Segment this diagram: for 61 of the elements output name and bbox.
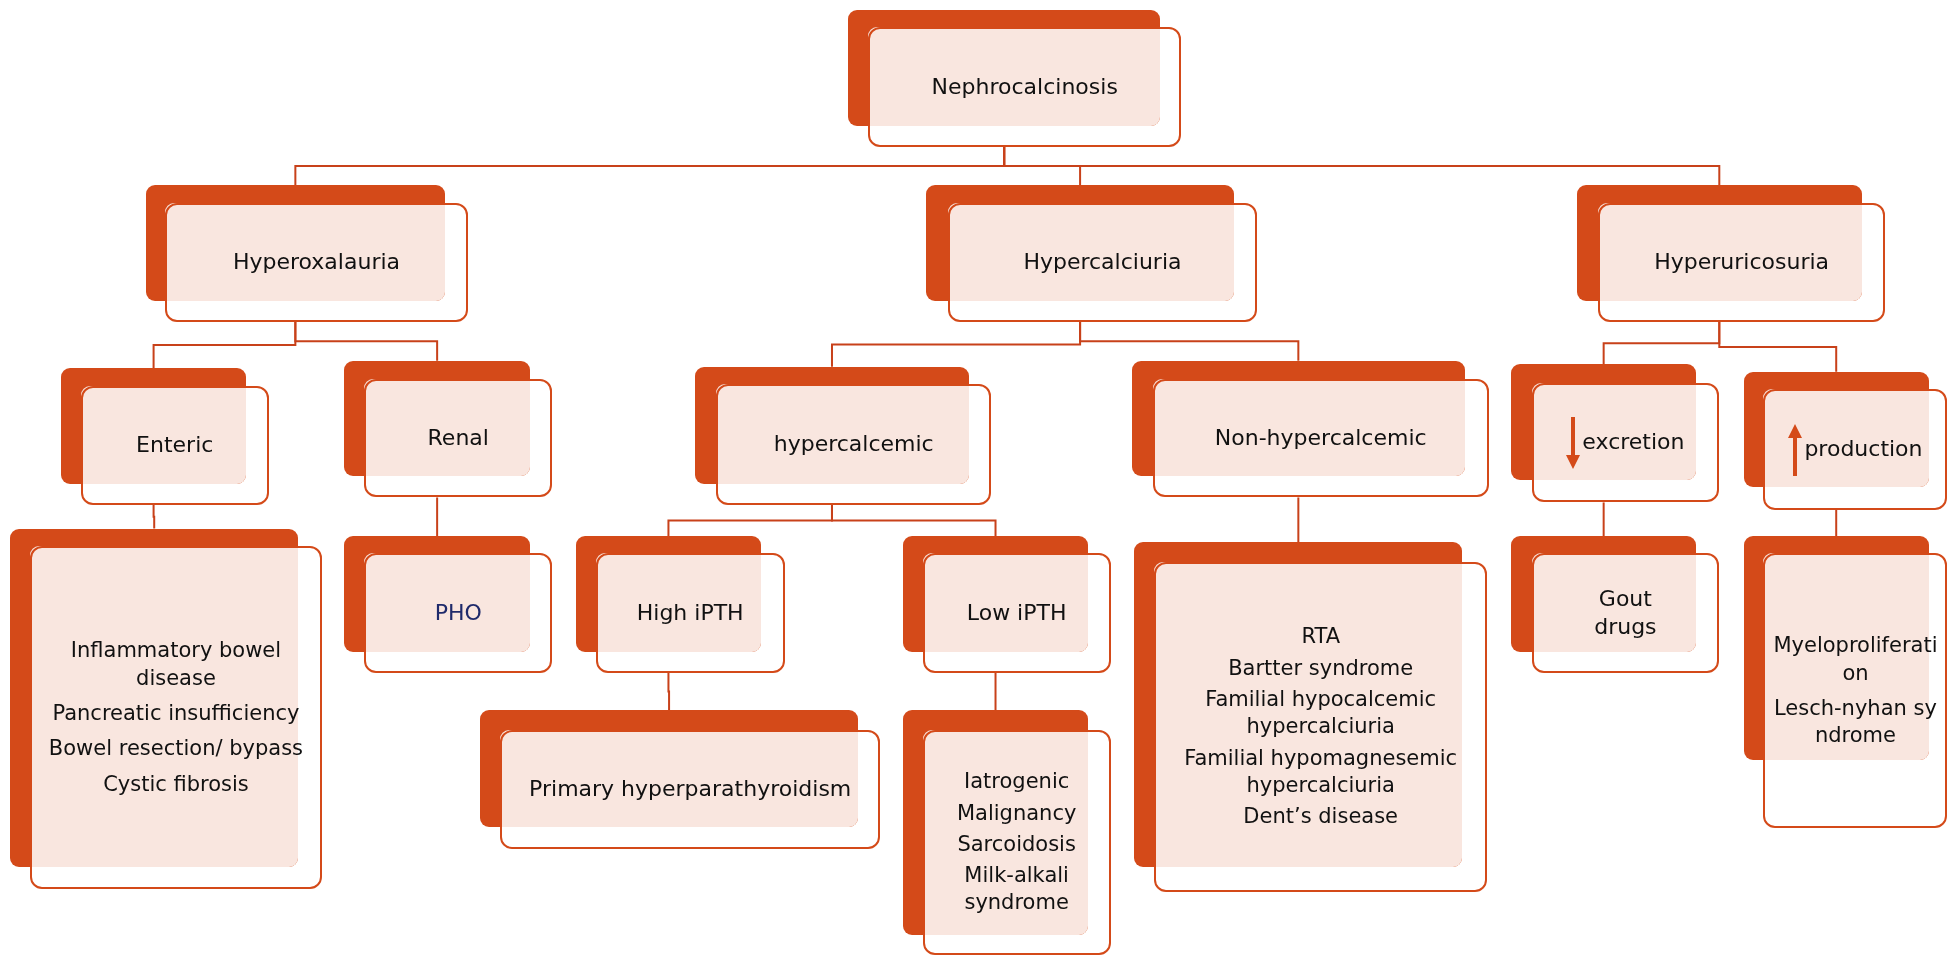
- list-item-text: Iatrogenic: [964, 768, 1070, 796]
- category-box: [60, 368, 269, 505]
- category-box: [1134, 542, 1488, 892]
- list-item-text: RTA: [1301, 623, 1340, 651]
- list-item-text: Dent’s disease: [1243, 803, 1399, 831]
- connector-line: [436, 496, 439, 537]
- category-box: [1511, 536, 1719, 673]
- category-label: Gout drugs: [1593, 584, 1658, 642]
- category-label: Primary hyperparathyroidism: [529, 775, 852, 804]
- connector-line: [1003, 145, 1721, 187]
- category-box: [1511, 364, 1719, 503]
- category-box: [848, 9, 1182, 147]
- category-box: [1131, 360, 1489, 498]
- connector-line: [294, 321, 439, 362]
- category-label: Nephrocalcinosis: [931, 72, 1118, 101]
- category-box: [1743, 536, 1948, 829]
- list-item-text: Milk-alkali syndrome: [963, 862, 1070, 917]
- category-box: [344, 536, 553, 673]
- list-item-text: Sarcoidosis: [957, 830, 1076, 858]
- connector-line: [1602, 501, 1605, 537]
- list-item-text: Bartter syndrome: [1228, 654, 1414, 682]
- category-box: [902, 536, 1111, 673]
- connector-line: [1079, 321, 1300, 362]
- category-label: Enteric: [136, 430, 214, 459]
- category-label: Low iPTH: [966, 598, 1067, 627]
- list-item-text: Malignancy: [956, 799, 1077, 827]
- category-box: [1743, 371, 1948, 510]
- connector-line: [1835, 508, 1838, 537]
- list-item-text: Inflammatory bowel disease: [69, 637, 283, 692]
- category-box: [145, 185, 468, 323]
- category-box: [902, 710, 1111, 956]
- category-box: [344, 360, 553, 498]
- connector-line: [1297, 496, 1300, 544]
- category-label: excretion: [1582, 428, 1685, 457]
- list-item-text: Lesch-nyhan syndrome: [1773, 694, 1938, 750]
- category-box: [480, 710, 881, 850]
- list-item-text: Familial hypocalcemic hypercalciuria: [1204, 685, 1438, 741]
- category-label: Non-hypercalcemic: [1214, 424, 1427, 453]
- category-box: [926, 185, 1258, 323]
- connector-line: [152, 503, 156, 530]
- category-label: Hyperoxalauria: [232, 248, 401, 277]
- list-item-text: Familial hypomagnesemic hypercalciuria: [1183, 744, 1459, 799]
- category-label: Renal: [427, 424, 489, 453]
- category-label: PHO: [434, 598, 482, 627]
- category-label: hypercalcemic: [773, 430, 934, 459]
- connector-line: [994, 671, 997, 712]
- category-label: production: [1804, 435, 1923, 464]
- connector-line: [831, 503, 997, 537]
- category-label: High iPTH: [636, 598, 744, 627]
- category-label: Hypercalciuria: [1023, 248, 1182, 277]
- connector-line: [667, 671, 671, 712]
- category-box: [9, 528, 323, 890]
- list-item-text: Pancreatic insufficiency: [52, 699, 300, 727]
- category-box: [1576, 185, 1886, 323]
- list-item-text: Cystic fibrosis: [103, 770, 249, 798]
- category-box: [695, 366, 992, 505]
- category-label: Hyperuricosuria: [1654, 248, 1830, 277]
- connector-line: [1718, 321, 1838, 373]
- list-item-text: Myeloproliferation: [1773, 632, 1938, 687]
- list-item-text: Bowel resection/ bypass: [48, 735, 304, 763]
- category-box: [575, 536, 785, 673]
